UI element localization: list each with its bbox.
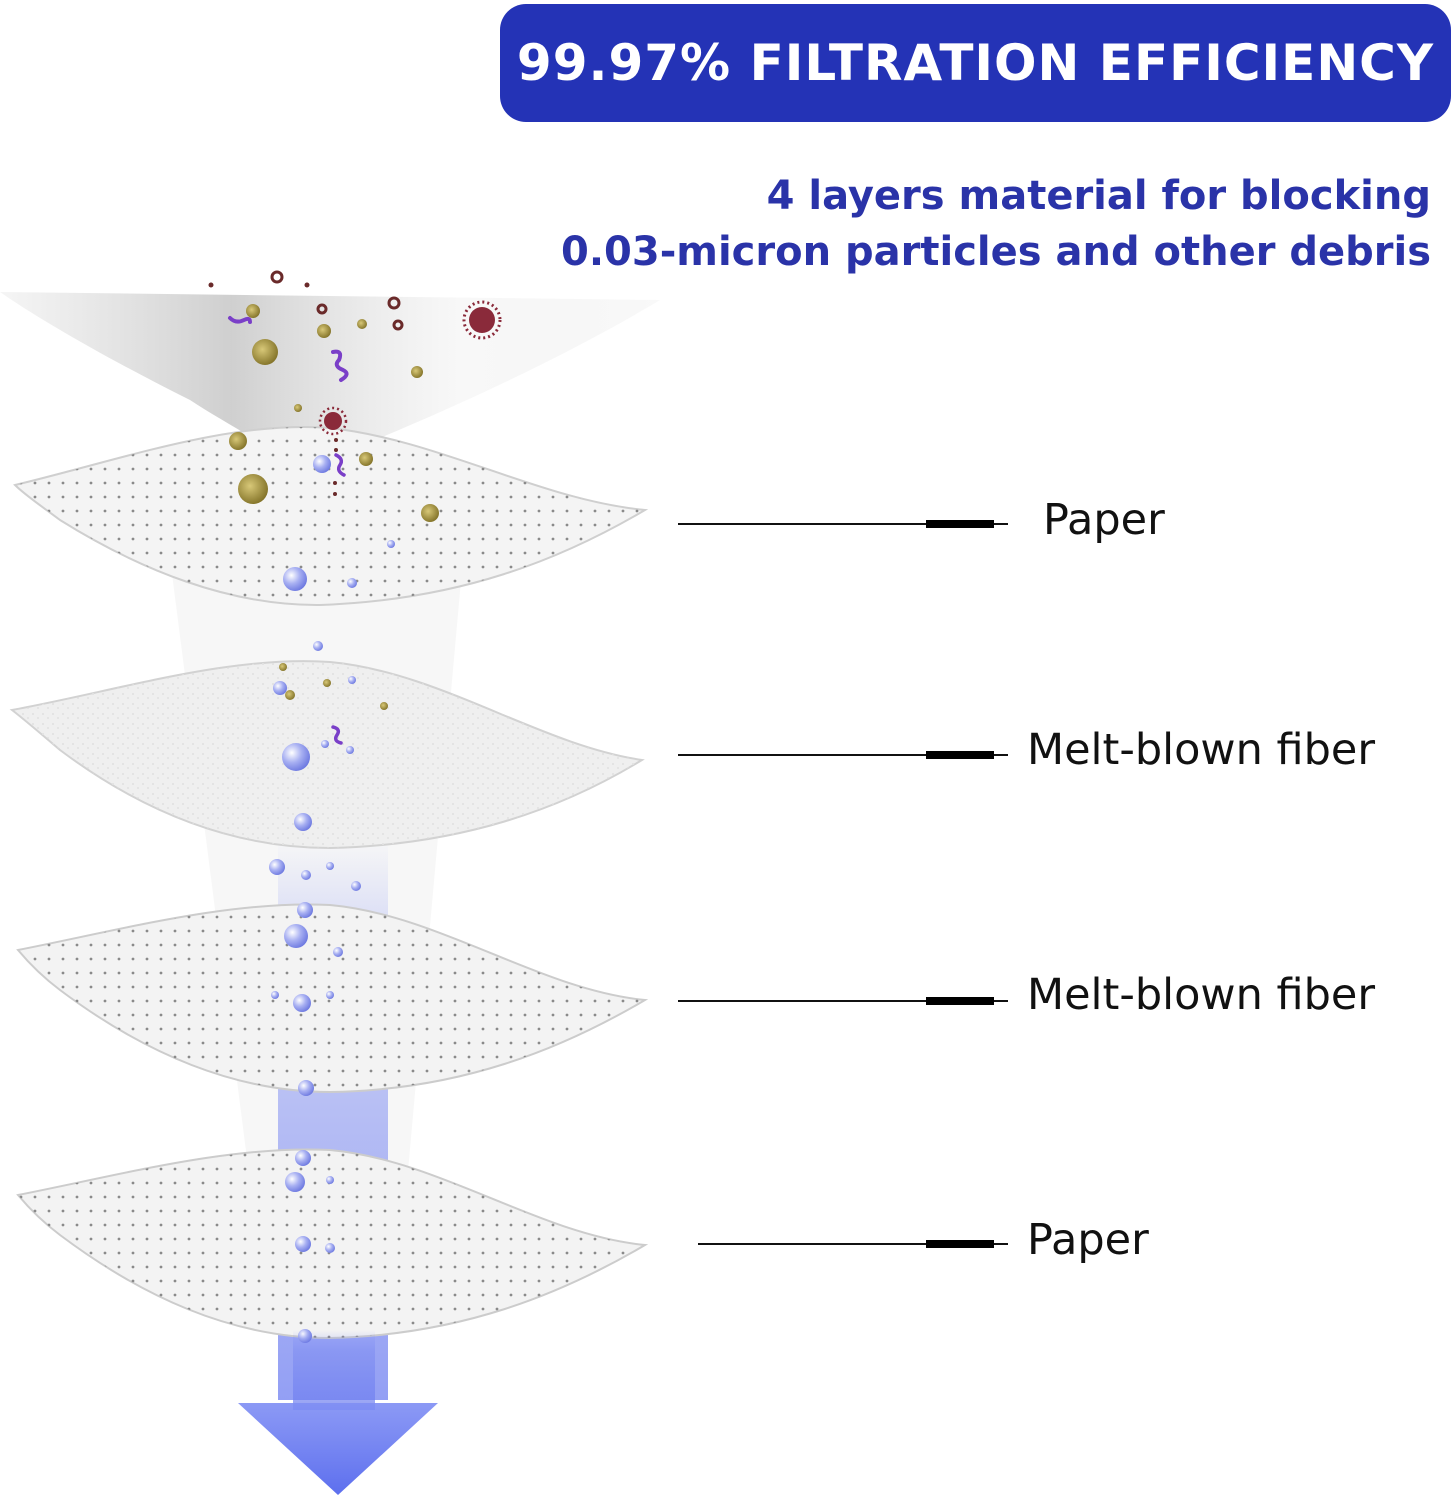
particle-icon: [334, 453, 346, 477]
banner-title: 99.97% FILTRATION EFFICIENCY: [516, 34, 1435, 92]
callout-line-4: [698, 1240, 1008, 1248]
particle-icon: [323, 679, 331, 687]
particle-icon: [380, 702, 388, 710]
funnel-shape: [0, 292, 660, 470]
callout-line-3: [678, 997, 1008, 1005]
particle-icon: [359, 452, 373, 466]
layer-4-label: Paper: [1027, 1215, 1149, 1265]
particle-icon: [331, 349, 349, 382]
arrow-down-icon: [238, 1330, 438, 1495]
particle-icon: [269, 455, 395, 1343]
virus-icon: [462, 300, 502, 340]
particle-icon: [317, 324, 331, 338]
particle-icon: [331, 725, 343, 745]
particle-icon: [285, 690, 295, 700]
callout-line-1: [678, 520, 1008, 528]
particle-icon: [229, 432, 247, 450]
subtitle-line-1: 4 layers material for blocking: [766, 173, 1431, 219]
particle-icon: [238, 474, 268, 504]
subtitle: 4 layers material for blocking 0.03-micr…: [561, 168, 1431, 280]
particle-icon: [208, 282, 214, 288]
particle-icon: [304, 282, 310, 288]
particle-icon: [294, 404, 302, 412]
particle-icon: [333, 438, 338, 496]
particle-icon: [421, 504, 439, 522]
particle-icon: [357, 319, 367, 329]
particle-icon: [270, 270, 284, 284]
particle-icon: [411, 366, 423, 378]
particle-icon: [246, 304, 260, 318]
title-banner: 99.97% FILTRATION EFFICIENCY: [500, 4, 1451, 122]
filter-layers-diagram: [0, 270, 660, 1495]
layer-3-label: Melt-blown fiber: [1027, 970, 1376, 1020]
particle-icon: [316, 303, 328, 315]
particle-icon: [279, 663, 287, 671]
virus-icon: [318, 406, 348, 436]
particle-icon: [387, 296, 401, 310]
particle-icon: [392, 319, 404, 331]
particle-icon: [228, 316, 252, 324]
particle-icon: [252, 339, 278, 365]
callout-line-2: [678, 751, 1008, 759]
layer-2-label: Melt-blown fiber: [1027, 725, 1376, 775]
subtitle-line-2: 0.03-micron particles and other debris: [561, 229, 1431, 275]
layer-1-label: Paper: [1043, 495, 1165, 545]
